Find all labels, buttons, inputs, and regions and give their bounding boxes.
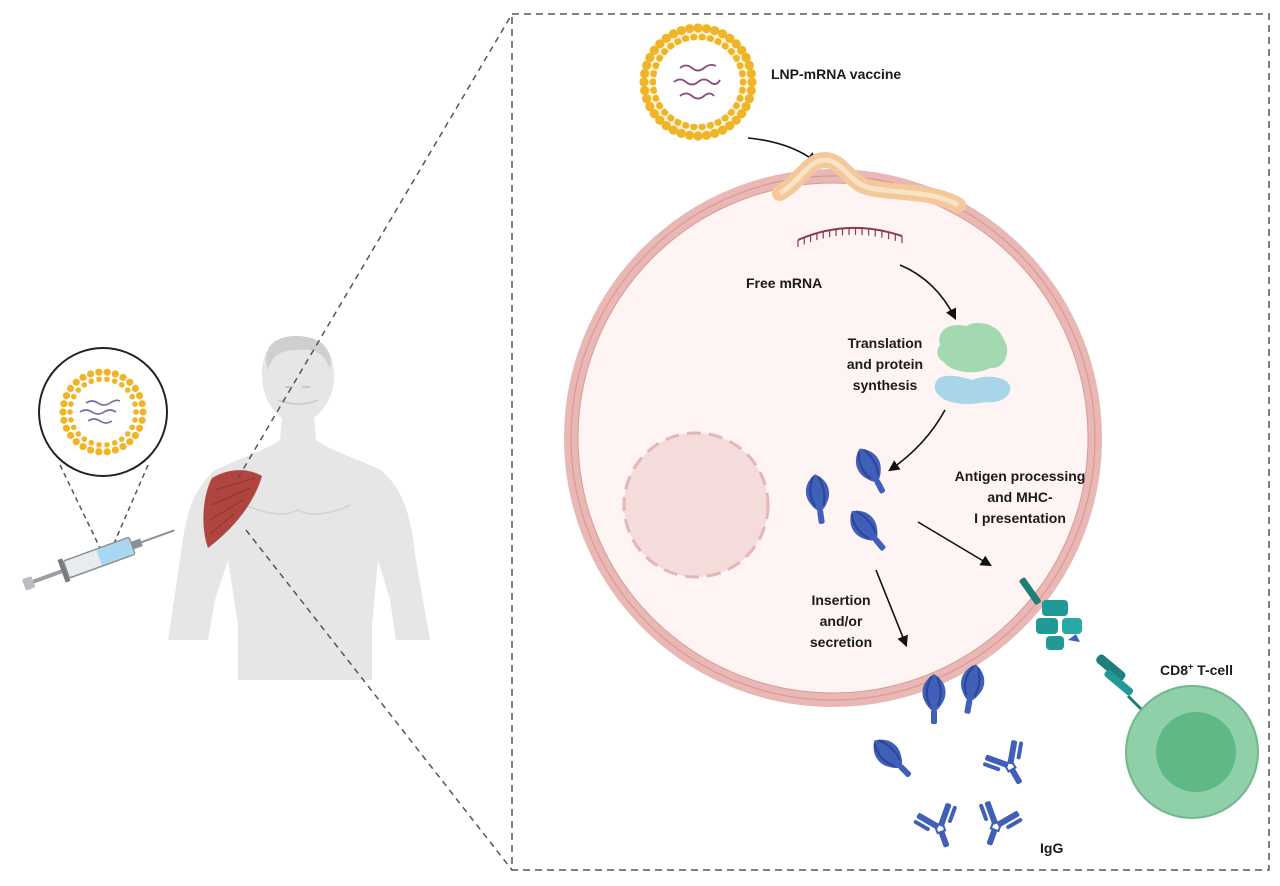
zoom-panel-frame [511,13,1270,871]
lnp-inset [38,347,168,477]
nucleus [622,431,770,579]
label-igg: IgG [1040,840,1064,856]
arrow-lnp-to-cell [747,137,818,164]
t-cell-receptor-icon [1096,654,1148,716]
arrow-mrna-to-ribosome [899,264,957,321]
free-mrna-icon [797,226,903,247]
syringe-icon [22,529,175,591]
label-insertion-secretion: Insertion and/or secretion [809,592,873,650]
mrna-strand-icon [79,399,121,424]
ribosome-icon [934,322,1011,404]
lnp-vaccine-icon [639,23,757,141]
mhc-i-complex-icon [1019,577,1082,650]
label-antigen-processing: Antigen processing and MHC- I presentati… [954,468,1086,526]
zoom-connector-line [237,13,513,479]
zoom-connector-line [245,529,513,871]
inset-connector-line [111,464,149,549]
arrow-ribosome-to-protein [888,409,946,472]
arrow-to-mhc [917,521,992,567]
human-body-figure [168,336,430,680]
igg-antibody-icon [977,734,1042,797]
igg-antibody-icon [965,796,1027,854]
label-translation: Translation and protein synthesis [846,335,924,393]
arrow-to-secretion [875,569,908,648]
cd8-t-cell-icon [1125,685,1259,819]
label-free-mrna: Free mRNA [746,275,823,291]
secreted-protein-icon [865,731,919,785]
igg-antibody-icon [909,798,971,856]
inset-connector-line [59,464,101,549]
label-lnp-mrna-vaccine: LNP-mRNA vaccine [771,66,902,82]
lipid-bilayer-small [59,368,147,456]
secreted-protein-icon [921,673,947,725]
label-cd8-t-cell: CD8+ T-cell [1160,661,1233,678]
muscle-cell [564,151,1102,707]
